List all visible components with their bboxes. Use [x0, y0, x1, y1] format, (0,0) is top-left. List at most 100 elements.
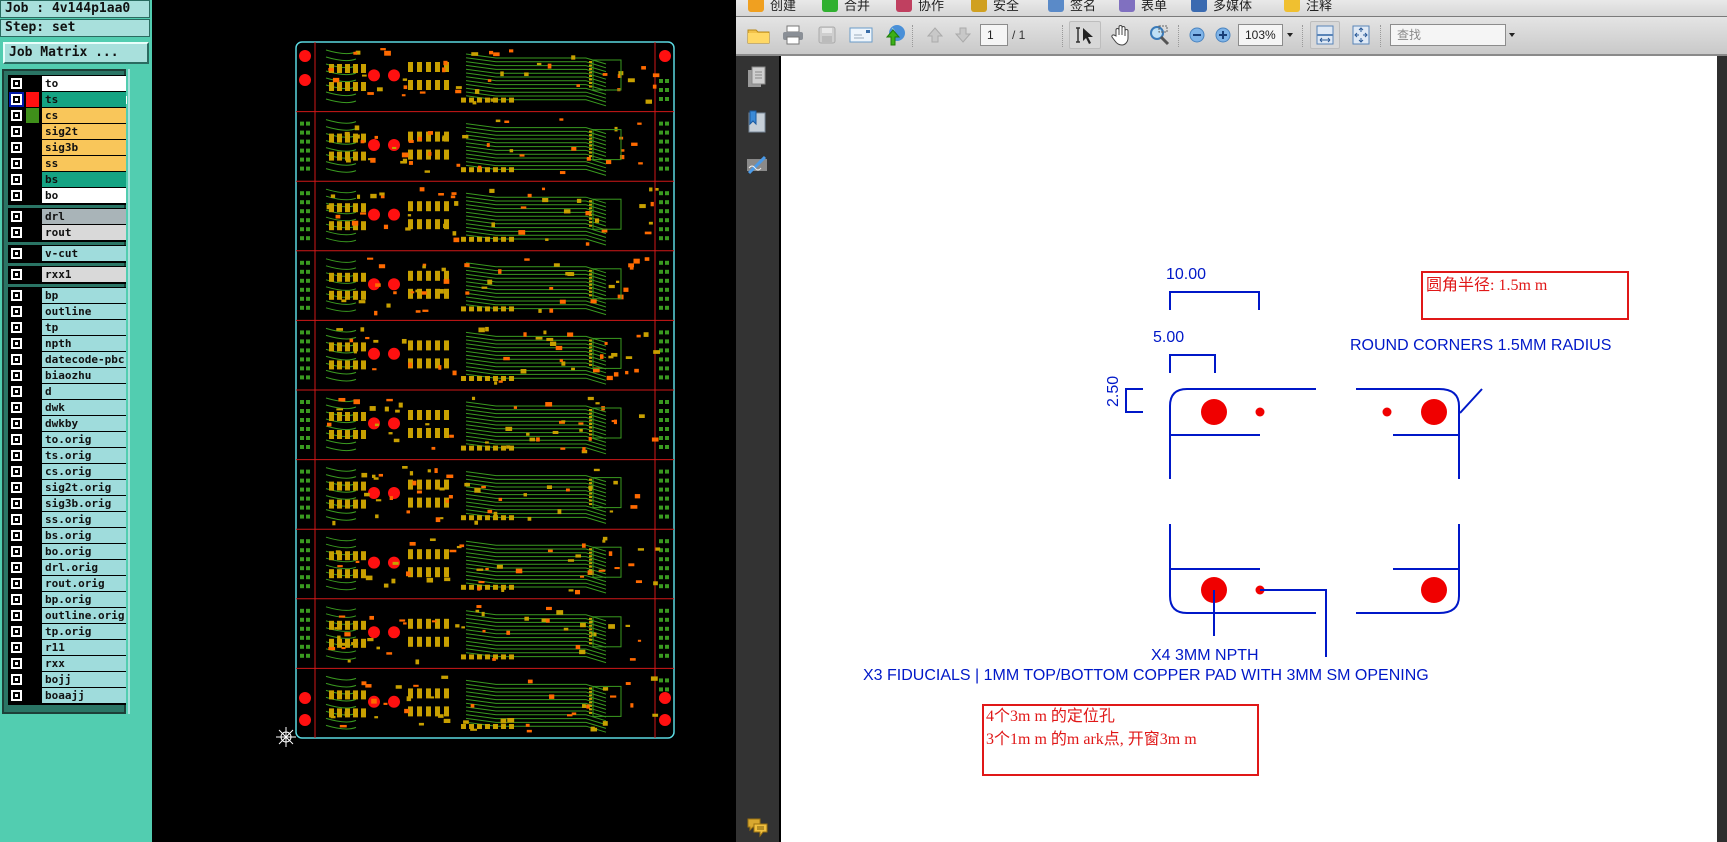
layer-row-tp[interactable]: tp	[8, 320, 126, 335]
layer-row-bo[interactable]: bo	[8, 188, 126, 203]
layer-color-swatch[interactable]	[26, 225, 39, 240]
task-button-secure[interactable]: 安全	[971, 0, 1019, 14]
layer-name[interactable]: ts	[42, 92, 126, 107]
layer-row-bp[interactable]: bp	[8, 288, 126, 303]
layer-row-rxx[interactable]: rxx	[8, 656, 126, 671]
layer-checkbox[interactable]	[10, 449, 23, 462]
task-button-create[interactable]: 创建	[748, 0, 796, 14]
layer-color-swatch[interactable]	[26, 688, 39, 703]
task-button-collaborate[interactable]: 协作	[896, 0, 944, 14]
layer-checkbox[interactable]	[10, 305, 23, 318]
layer-row-v-cut[interactable]: v-cut	[8, 246, 126, 261]
layer-row-dwkby[interactable]: dwkby	[8, 416, 126, 431]
layer-checkbox[interactable]	[10, 226, 23, 239]
layer-checkbox[interactable]	[10, 641, 23, 654]
layer-name[interactable]: outline	[42, 304, 126, 319]
layer-row-bp-orig[interactable]: bp.orig	[8, 592, 126, 607]
zoom-out-button[interactable]	[1184, 23, 1210, 47]
layer-checkbox[interactable]	[10, 385, 23, 398]
next-page-button[interactable]	[950, 23, 976, 47]
layer-checkbox[interactable]	[10, 369, 23, 382]
layer-name[interactable]: tp.orig	[42, 624, 126, 639]
vertical-scrollbar[interactable]	[1717, 56, 1727, 842]
layer-row-d[interactable]: d	[8, 384, 126, 399]
layer-name[interactable]: bs.orig	[42, 528, 126, 543]
layer-color-swatch[interactable]	[26, 246, 39, 261]
layer-name[interactable]: bo.orig	[42, 544, 126, 559]
layer-checkbox[interactable]	[10, 337, 23, 350]
job-matrix-button[interactable]: Job Matrix ...	[3, 42, 149, 64]
cam-graphics-canvas[interactable]	[152, 0, 736, 842]
layer-name[interactable]: datecode-pbc	[42, 352, 126, 367]
layer-checkbox[interactable]	[10, 497, 23, 510]
layer-checkbox[interactable]	[10, 481, 23, 494]
layer-name[interactable]: sig3b.orig	[42, 496, 126, 511]
layer-checkbox[interactable]	[10, 625, 23, 638]
layer-color-swatch[interactable]	[26, 640, 39, 655]
layer-name[interactable]: ts.orig	[42, 448, 126, 463]
layer-color-swatch[interactable]	[26, 480, 39, 495]
layer-color-swatch[interactable]	[26, 368, 39, 383]
layer-row-rout[interactable]: rout	[8, 225, 126, 240]
select-tool-button[interactable]	[1069, 21, 1101, 49]
layer-color-swatch[interactable]	[26, 528, 39, 543]
layer-row-dwk[interactable]: dwk	[8, 400, 126, 415]
layer-color-swatch[interactable]	[26, 512, 39, 527]
layer-checkbox[interactable]	[10, 529, 23, 542]
layer-color-swatch[interactable]	[26, 432, 39, 447]
layer-checkbox[interactable]	[10, 433, 23, 446]
layer-checkbox[interactable]	[10, 657, 23, 670]
layer-name[interactable]: tp	[42, 320, 126, 335]
layer-checkbox[interactable]	[10, 401, 23, 414]
layer-row-r11[interactable]: r11	[8, 640, 126, 655]
zoom-in-button[interactable]	[1210, 23, 1236, 47]
layer-name[interactable]: rout	[42, 225, 126, 240]
layer-row-sig2t-orig[interactable]: sig2t.orig	[8, 480, 126, 495]
layer-color-swatch[interactable]	[26, 656, 39, 671]
layer-row-bo-orig[interactable]: bo.orig	[8, 544, 126, 559]
layer-color-swatch[interactable]	[26, 576, 39, 591]
layer-row-biaozhu[interactable]: biaozhu	[8, 368, 126, 383]
layer-list-scrollbar[interactable]	[128, 69, 150, 714]
marquee-zoom-button[interactable]	[1146, 23, 1172, 47]
layer-color-swatch[interactable]	[26, 172, 39, 187]
layer-name[interactable]: bp	[42, 288, 126, 303]
task-button-combine[interactable]: 合并	[822, 0, 870, 14]
email-button[interactable]	[848, 23, 874, 47]
layer-name[interactable]: dwk	[42, 400, 126, 415]
layer-row-cs[interactable]: cs	[8, 108, 126, 123]
layer-name[interactable]: cs	[42, 108, 126, 123]
layer-color-swatch[interactable]	[26, 416, 39, 431]
layer-row-bs-orig[interactable]: bs.orig	[8, 528, 126, 543]
layer-checkbox[interactable]	[10, 125, 23, 138]
layer-color-swatch[interactable]	[26, 496, 39, 511]
layer-checkbox[interactable]	[10, 513, 23, 526]
layer-name[interactable]: sig2t.orig	[42, 480, 126, 495]
layer-row-ss[interactable]: ss	[8, 156, 126, 171]
search-input[interactable]: 查找	[1390, 24, 1506, 46]
layer-name[interactable]: to	[42, 76, 126, 91]
layer-name[interactable]: drl.orig	[42, 560, 126, 575]
layer-color-swatch[interactable]	[26, 320, 39, 335]
layer-name[interactable]: v-cut	[42, 246, 126, 261]
layer-row-to[interactable]: to	[8, 76, 126, 91]
layer-row-sig3b-orig[interactable]: sig3b.orig	[8, 496, 126, 511]
layer-row-outline-orig[interactable]: outline.orig	[8, 608, 126, 623]
layer-row-rxx1[interactable]: rxx1	[8, 267, 126, 282]
previous-page-button[interactable]	[922, 23, 948, 47]
layer-name[interactable]: r11	[42, 640, 126, 655]
fit-page-button[interactable]	[1348, 23, 1374, 47]
layer-checkbox[interactable]	[10, 157, 23, 170]
layer-checkbox[interactable]	[9, 92, 24, 107]
layer-color-swatch[interactable]	[26, 124, 39, 139]
layer-checkbox[interactable]	[10, 109, 23, 122]
layer-checkbox[interactable]	[10, 268, 23, 281]
layer-name[interactable]: bojj	[42, 672, 126, 687]
layer-name[interactable]: rxx1	[42, 267, 126, 282]
layer-name[interactable]: sig2t	[42, 124, 126, 139]
layer-color-swatch[interactable]	[26, 624, 39, 639]
layer-color-swatch[interactable]	[26, 400, 39, 415]
layer-name[interactable]: drl	[42, 209, 126, 224]
upload-button[interactable]	[882, 23, 908, 47]
layer-name[interactable]: to.orig	[42, 432, 126, 447]
